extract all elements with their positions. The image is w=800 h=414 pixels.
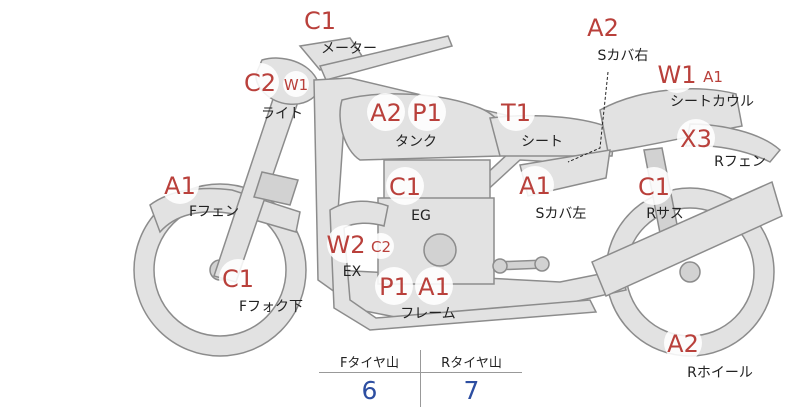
engine-label: EG: [411, 208, 431, 224]
tank-grade: A2: [370, 99, 402, 127]
engine-annotation: C1 EG: [386, 167, 431, 224]
side-cover-left-grade: A1: [519, 172, 551, 200]
light-label: ライト: [261, 106, 303, 122]
light-annotation: C2 W1 ライト: [241, 63, 309, 122]
frame-annotation: P1 A1 フレーム: [375, 267, 456, 322]
side-cover-right-annotation: A2 Sカバ右: [584, 8, 648, 64]
front-fork-label: Fフォク下: [239, 299, 303, 315]
rear-wheel-annotation: A2 Rホイール: [664, 324, 753, 381]
seat-grade: T1: [500, 99, 531, 127]
seat-annotation: T1 シート: [497, 93, 563, 150]
motorcycle-illustration: [133, 35, 783, 357]
light-grade: C2: [244, 69, 276, 97]
front-fork-grade: C1: [222, 265, 254, 293]
front-fender-annotation: A1 Fフェン: [161, 166, 239, 220]
rear-tire-tread-header: Rタイヤ山: [420, 350, 522, 373]
rear-suspension-grade: C1: [638, 173, 670, 201]
rear-suspension-annotation: C1 Rサス: [635, 167, 684, 222]
meter-label: メーター: [321, 41, 377, 57]
light-sub-grade: W1: [284, 76, 308, 94]
front-tire-tread-header: Fタイヤ山: [319, 350, 421, 373]
meter-annotation: C1 メーター: [301, 1, 377, 57]
exhaust-sub-grade: C2: [371, 238, 391, 256]
tire-tread-table: Fタイヤ山 Rタイヤ山 6 7: [319, 350, 522, 407]
exhaust-annotation: W2 C2 EX: [327, 225, 394, 280]
side-cover-right-grade: A2: [587, 14, 619, 42]
side-cover-right-label: Sカバ右: [598, 48, 649, 64]
seat-cowl-annotation: W1 A1 シートカウル: [658, 55, 754, 110]
exhaust-grade: W2: [327, 231, 366, 259]
frame-label: フレーム: [400, 306, 456, 322]
seat-cowl: [599, 88, 743, 153]
front-fender-label: Fフェン: [189, 204, 239, 220]
meter-grade: C1: [304, 7, 336, 35]
tank-annotation: A2 P1 タンク: [367, 93, 446, 150]
rear-suspension-label: Rサス: [646, 206, 683, 222]
tank-label: タンク: [395, 134, 437, 150]
front-fender-grade: A1: [164, 172, 196, 200]
frame-grade-2: A1: [418, 273, 450, 301]
frame-grade: P1: [379, 273, 409, 301]
rear-wheel-grade: A2: [667, 330, 699, 358]
rear-fender-annotation: X3 Rフェン: [677, 119, 766, 170]
seat-cowl-grade: W1: [658, 61, 697, 89]
seat-cowl-sub-grade: A1: [703, 68, 723, 86]
rear-wheel-label: Rホイール: [687, 365, 753, 381]
swing-arm: [591, 180, 783, 298]
side-cover-left-label: Sカバ左: [536, 206, 587, 222]
rear-fender-grade: X3: [680, 125, 712, 153]
exhaust: [329, 200, 598, 331]
seat-label: シート: [521, 134, 563, 150]
side-cover-right-leader: [567, 71, 609, 163]
engine-grade: C1: [389, 173, 421, 201]
exhaust-label: EX: [343, 264, 362, 280]
grade-labels: C1 メーター C2 W1 ライト A2 P1 タンク T1 シート: [161, 1, 766, 381]
rear-fender-label: Rフェン: [714, 154, 766, 170]
front-tire-tread-value: 6: [361, 375, 378, 405]
seat-cowl-label: シートカウル: [670, 94, 754, 110]
front-fork-annotation: C1 Fフォク下: [219, 259, 303, 315]
rear-tire-tread-value: 7: [420, 372, 522, 407]
tank-grade-2: P1: [412, 99, 442, 127]
side-cover-left-annotation: A1 Sカバ左: [516, 166, 586, 222]
